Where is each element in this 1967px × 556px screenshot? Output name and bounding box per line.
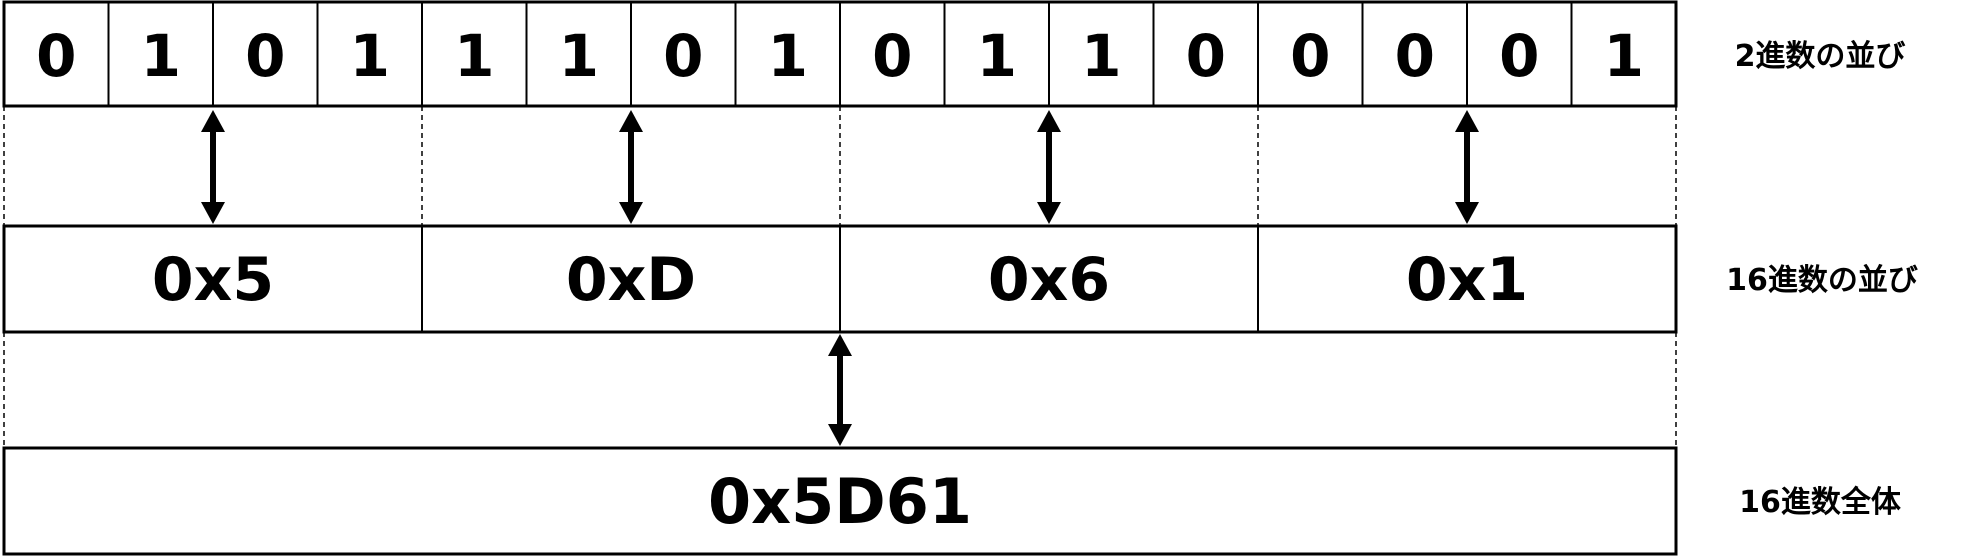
- whole-row-box: [2, 446, 1678, 556]
- bit-cell: 1: [768, 22, 808, 90]
- bit-cell: 1: [1081, 22, 1121, 90]
- hex-to-whole-arrow: [828, 334, 852, 446]
- double-arrow-icon: [1455, 110, 1479, 224]
- hex-digit-cell: 0x5: [152, 245, 274, 315]
- dashed-guides: [3, 106, 1677, 448]
- double-arrow-icon: [828, 334, 852, 446]
- bit-cell: 0: [1186, 22, 1226, 90]
- hex-row: 0x5 0xD 0x6 0x1: [2, 224, 1678, 334]
- bit-cell: 1: [350, 22, 390, 90]
- hex-digit-cell: 0xD: [566, 245, 696, 315]
- hex-values: 0x5 0xD 0x6 0x1: [152, 245, 1528, 315]
- whole-row: 0x5D61: [2, 446, 1678, 556]
- hex-row-label: 16進数の並び: [1726, 263, 1918, 298]
- bit-cell: 0: [36, 22, 76, 90]
- hex-dividers: [421, 226, 1259, 332]
- bit-cell: 0: [245, 22, 285, 90]
- double-arrow-icon: [1037, 110, 1061, 224]
- bit-cell: 0: [872, 22, 912, 90]
- binary-row-label: 2進数の並び: [1735, 39, 1906, 74]
- whole-hex-value: 0x5D61: [708, 465, 972, 538]
- bit-cell: 1: [1604, 22, 1644, 90]
- bit-cell: 0: [1395, 22, 1435, 90]
- bit-to-hex-arrows: [201, 110, 1479, 224]
- bit-dividers: [107, 2, 1573, 106]
- whole-row-label: 16進数全体: [1739, 485, 1902, 520]
- bit-cell: 1: [454, 22, 494, 90]
- bit-cell: 0: [1290, 22, 1330, 90]
- hex-digit-cell: 0x1: [1406, 245, 1528, 315]
- double-arrow-icon: [201, 110, 225, 224]
- hex-digit-cell: 0x6: [988, 245, 1110, 315]
- bit-cell: 1: [977, 22, 1017, 90]
- double-arrow-icon: [619, 110, 643, 224]
- bit-cell: 0: [1499, 22, 1539, 90]
- bit-cell: 1: [559, 22, 599, 90]
- bit-cell: 1: [141, 22, 181, 90]
- bit-cell: 0: [663, 22, 703, 90]
